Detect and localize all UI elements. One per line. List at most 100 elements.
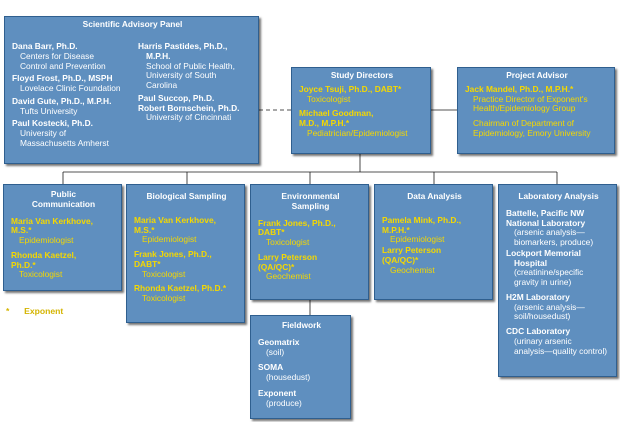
advisor-name: Paul Succop, Ph.D. [138,92,215,103]
advisor-entry: Harris Pastides, Ph.D., M.P.H. School of… [138,41,258,91]
fieldwork-entry: Exponent (produce) [258,387,345,409]
advisor-name: Robert Bornschein, Ph.D. [138,102,240,113]
biological-sampling-box: Biological Sampling Maria Van Kerkhove, … [126,184,245,323]
member-role: Geochemist [390,264,435,275]
legend-label: Exponent [24,306,64,316]
lab-detail: analysis—quality control) [514,345,608,356]
legend: * Exponent [6,306,64,317]
member-name-cont: DABT* [134,258,161,269]
team-member: Maria Van Kerkhove, M.S.* Epidemiologist [11,215,116,246]
lab-name: H2M Laboratory [506,291,570,302]
lab-detail: (arsenic analysis— [514,227,585,238]
project-advisor-role: Health/Epidemiology Group [473,103,576,114]
advisor-affiliation: Carolina [146,80,178,90]
advisor-entry: Jack Mandel, Ph.D., M.P.H.* Practice Dir… [465,83,609,139]
legend-symbol: * [6,306,10,316]
environmental-sampling-title: Environmental [281,191,340,201]
member-role: Epidemiologist [390,234,445,245]
lab-name: Lockport Memorial [506,247,581,258]
fieldwork-entry: Geomatrix (soil) [258,336,345,358]
project-advisor-role: Practice Director of Exponent's [473,93,588,104]
advisor-name: David Gute, Ph.D., M.P.H. [12,95,112,106]
member-name-cont: M.S.* [134,224,155,235]
lab-name-cont: Hospital [514,257,548,268]
team-member: Frank Jones, Ph.D., DABT* Toxicologist [134,249,239,279]
fieldwork-task: (produce) [266,397,302,408]
project-advisor-title: Project Advisor [506,70,568,80]
lab-entry: Lockport Memorial Hospital (creatinine/s… [506,247,611,288]
fieldwork-title: Fieldwork [281,320,322,330]
lab-name: Battelle, Pacific NW [506,207,585,218]
advisor-affiliation: Massachusetts Amherst [20,137,109,148]
public-communication-title-2: Communication [31,198,96,209]
advisor-entry: David Gute, Ph.D., M.P.H. Tufts Universi… [12,95,137,117]
lab-entry: CDC Laboratory (urinary arsenic analysis… [506,326,611,356]
advisor-entry: Paul Kostecki, Ph.D. University of Massa… [12,118,137,148]
member-name-cont: Ph.D.* [11,259,36,270]
advisor-entry: Robert Bornschein, Ph.D. University of C… [138,102,258,124]
advisor-name: Floyd Frost, Ph.D., MSPH [12,73,113,84]
member-role: Epidemiologist [19,235,74,245]
advisor-name: Paul Kostecki, Ph.D. [12,118,93,129]
fieldwork-box: Fieldwork Geomatrix (soil) SOMA (housedu… [250,315,351,419]
director-name-cont: M.D., M.P.H.* [299,118,350,128]
lab-detail: biomarkers, produce) [514,237,594,247]
member-name: Larry Peterson [382,245,442,255]
fieldwork-org: Exponent [258,387,297,398]
member-name-cont: (QA/QC)* [382,254,419,265]
director-role: Toxicologist [307,93,351,104]
member-name: Frank Jones, Ph.D., [134,249,212,259]
environmental-sampling-box: Environmental Sampling Frank Jones, Ph.D… [250,184,369,300]
advisor-affiliation: School of Public Health, [146,60,235,71]
member-name: Rhonda Kaetzel, [11,249,77,260]
advisor-affiliation: University of South [146,70,217,81]
fieldwork-entry: SOMA (housedust) [258,362,345,383]
biological-sampling-title: Biological Sampling [146,191,227,201]
study-directors-box: Study Directors Joyce Tsuji, Ph.D., DABT… [291,67,431,154]
scientific-advisory-panel-box: Scientific Advisory Panel Dana Barr, Ph.… [4,16,259,164]
director-entry: Michael Goodman, M.D., M.P.H.* Pediatric… [299,108,425,138]
fieldwork-task: (housedust) [266,372,311,382]
project-advisor-name: Jack Mandel, Ph.D., M.P.H.* [465,83,574,94]
director-name: Joyce Tsuji, Ph.D., DABT* [299,83,402,94]
project-advisor-role: Epidemiology, Emory University [473,127,591,138]
advisor-affiliation: University of [20,128,67,138]
member-name: Larry Peterson [258,251,318,262]
project-advisor-role: Chairman of Department of [473,118,575,128]
advisor-affiliation: Tufts University [20,105,78,116]
environmental-sampling-title-2: Sampling [291,200,330,211]
laboratory-analysis-box: Laboratory Analysis Battelle, Pacific NW… [498,184,617,377]
lab-detail: (creatinine/specific [514,267,584,278]
team-member: Rhonda Kaetzel, Ph.D.* Toxicologist [134,283,239,304]
advisor-affiliation: University of Cincinnati [146,112,232,123]
fieldwork-org: Geomatrix [258,336,300,347]
lab-detail: (urinary arsenic [514,335,572,346]
lab-entry: H2M Laboratory (arsenic analysis— soil/h… [506,291,611,322]
advisor-entry: Floyd Frost, Ph.D., MSPH Lovelace Clinic… [12,73,137,94]
advisor-name-cont: M.P.H. [146,50,171,61]
member-name: Maria Van Kerkhove, [11,215,93,226]
member-role: Toxicologist [142,268,186,279]
advisor-affiliation: Centers for Disease [20,50,95,61]
member-role: Toxicologist [19,269,63,280]
team-member: Maria Van Kerkhove, M.S.* Epidemiologist [134,214,239,245]
lab-detail: (arsenic analysis— [514,301,585,312]
lab-detail: soil/housedust) [514,311,571,322]
team-member: Frank Jones, Ph.D., DABT* Toxicologist [258,217,363,248]
team-member: Pamela Mink, Ph.D., M.P.H.* Epidemiologi… [382,215,487,245]
lab-name: CDC Laboratory [506,326,571,336]
advisor-name: Dana Barr, Ph.D. [12,41,78,51]
data-analysis-title: Data Analysis [407,191,462,201]
laboratory-analysis-title: Laboratory Analysis [518,191,599,201]
member-name: Rhonda Kaetzel, Ph.D.* [134,283,227,294]
director-role: Pediatrician/Epidemiologist [307,127,408,138]
advisor-affiliation: Lovelace Clinic Foundation [20,83,121,93]
member-role: Epidemiologist [142,234,197,245]
member-name: Frank Jones, Ph.D., [258,217,336,228]
advisor-name: Harris Pastides, Ph.D., [138,41,228,51]
advisor-entry: Paul Succop, Ph.D. [138,92,258,104]
team-member: Larry Peterson (QA/QC)* Geochemist [382,245,487,275]
member-name: Maria Van Kerkhove, [134,214,216,225]
team-member: Larry Peterson (QA/QC)* Geochemist [258,251,363,282]
